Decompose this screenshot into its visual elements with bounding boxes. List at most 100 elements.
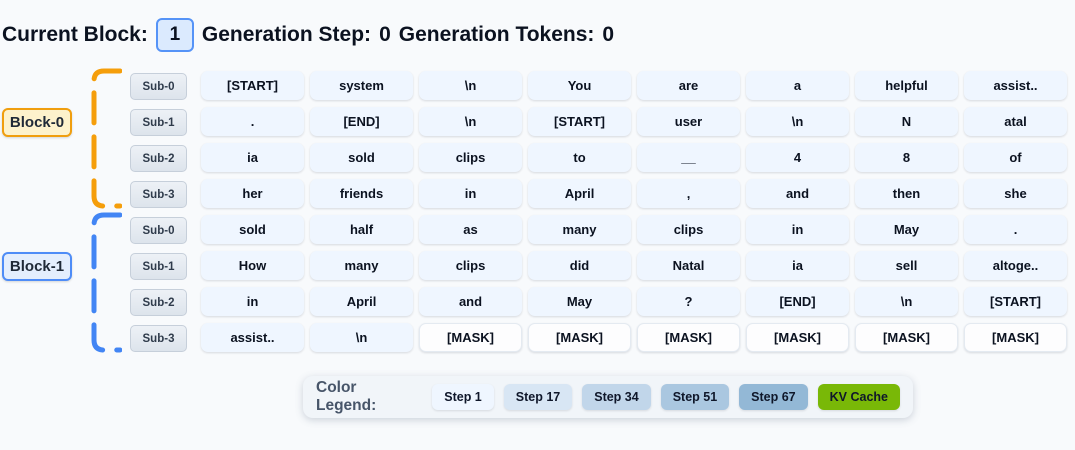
token-cell: [START]	[201, 71, 304, 100]
generation-step-value: 0	[379, 23, 391, 46]
token-cell: \n	[855, 287, 958, 316]
token-cell: ia	[201, 143, 304, 172]
color-legend: Color Legend: Step 1 Step 17 Step 34 Step 5…	[303, 376, 913, 418]
token-cell: altoge..	[964, 251, 1067, 280]
token-cell: 8	[855, 143, 958, 172]
mask-token-cell: [MASK]	[964, 323, 1067, 352]
token-cell: .	[964, 215, 1067, 244]
token-cell: her	[201, 179, 304, 208]
legend-chips: Step 1 Step 17 Step 34 Step 51 Step 67 KV Cac…	[432, 384, 900, 410]
token-cell: sell	[855, 251, 958, 280]
block-1-sub-label-3: Sub-3	[130, 325, 187, 352]
token-cell: ia	[746, 251, 849, 280]
block-0-sub-label-2: Sub-2	[130, 145, 187, 172]
token-cell: assist..	[201, 323, 304, 352]
current-block-label: Current Block:	[2, 23, 148, 46]
legend-chip-kv-cache: KV Cache	[817, 384, 900, 410]
token-cell: in	[746, 215, 849, 244]
token-cell: sold	[201, 215, 304, 244]
token-cell: user	[637, 107, 740, 136]
legend-chip-step-17: Step 17	[503, 384, 573, 410]
token-cell: to	[528, 143, 631, 172]
block-1-sub-label-2: Sub-2	[130, 289, 187, 316]
block-1-bracket	[91, 212, 122, 353]
token-cell: many	[528, 215, 631, 244]
mask-token-cell: [MASK]	[637, 323, 740, 352]
token-cell: [END]	[746, 287, 849, 316]
token-cell: of	[964, 143, 1067, 172]
block-0-sub-label-0: Sub-0	[130, 73, 187, 100]
token-cell: atal	[964, 107, 1067, 136]
mask-token-cell: [MASK]	[528, 323, 631, 352]
generation-tokens-label: Generation Tokens:	[398, 23, 595, 46]
token-cell: ,	[637, 179, 740, 208]
token-cell: May	[528, 287, 631, 316]
token-cell: .	[201, 107, 304, 136]
token-cell: as	[419, 215, 522, 244]
token-cell: N	[855, 107, 958, 136]
token-cell: in	[419, 179, 522, 208]
token-cell: How	[201, 251, 304, 280]
status-bar: Current Block: 1 Generation Step: 0 Gene…	[2, 17, 614, 53]
block-1-sub-label-0: Sub-0	[130, 217, 187, 244]
block-0-sub-label-3: Sub-3	[130, 181, 187, 208]
token-cell: in	[201, 287, 304, 316]
token-cell: __	[637, 143, 740, 172]
token-cell: \n	[419, 107, 522, 136]
token-cell: and	[746, 179, 849, 208]
token-cell: You	[528, 71, 631, 100]
token-cell: then	[855, 179, 958, 208]
token-cell: \n	[419, 71, 522, 100]
token-cell: and	[419, 287, 522, 316]
token-cell: 4	[746, 143, 849, 172]
token-cell: May	[855, 215, 958, 244]
token-cell: did	[528, 251, 631, 280]
legend-chip-step-1: Step 1	[432, 384, 494, 410]
token-cell: ?	[637, 287, 740, 316]
token-cell: \n	[746, 107, 849, 136]
token-cell: April	[310, 287, 413, 316]
token-cell: Natal	[637, 251, 740, 280]
token-cell: [START]	[528, 107, 631, 136]
mask-token-cell: [MASK]	[746, 323, 849, 352]
legend-chip-step-34: Step 34	[582, 384, 651, 410]
token-cell: she	[964, 179, 1067, 208]
legend-chip-step-67: Step 67	[739, 384, 808, 410]
token-cell: are	[637, 71, 740, 100]
generation-tokens-value: 0	[602, 23, 615, 46]
token-cell: April	[528, 179, 631, 208]
token-cell: clips	[637, 215, 740, 244]
block-1-sub-label-1: Sub-1	[130, 253, 187, 280]
block-0-bracket	[91, 68, 122, 209]
legend-chip-step-51: Step 51	[660, 384, 730, 410]
token-cell: helpful	[855, 71, 958, 100]
token-cell: \n	[310, 323, 413, 352]
block-0-sub-label-1: Sub-1	[130, 109, 187, 136]
legend-title: Color Legend:	[316, 379, 377, 414]
token-cell: half	[310, 215, 413, 244]
token-cell: [END]	[310, 107, 413, 136]
token-cell: friends	[310, 179, 413, 208]
current-block-badge: 1	[155, 18, 194, 52]
token-cell: a	[746, 71, 849, 100]
token-cell: clips	[419, 251, 522, 280]
token-cell: [START]	[964, 287, 1067, 316]
block-label-0: Block-0	[2, 108, 72, 137]
mask-token-cell: [MASK]	[419, 323, 522, 352]
token-cell: many	[310, 251, 413, 280]
mask-token-cell: [MASK]	[855, 323, 958, 352]
token-cell: sold	[310, 143, 413, 172]
block-label-1: Block-1	[2, 252, 72, 281]
token-cell: clips	[419, 143, 522, 172]
generation-step-label: Generation Step:	[201, 23, 372, 46]
token-cell: system	[310, 71, 413, 100]
token-cell: assist..	[964, 71, 1067, 100]
